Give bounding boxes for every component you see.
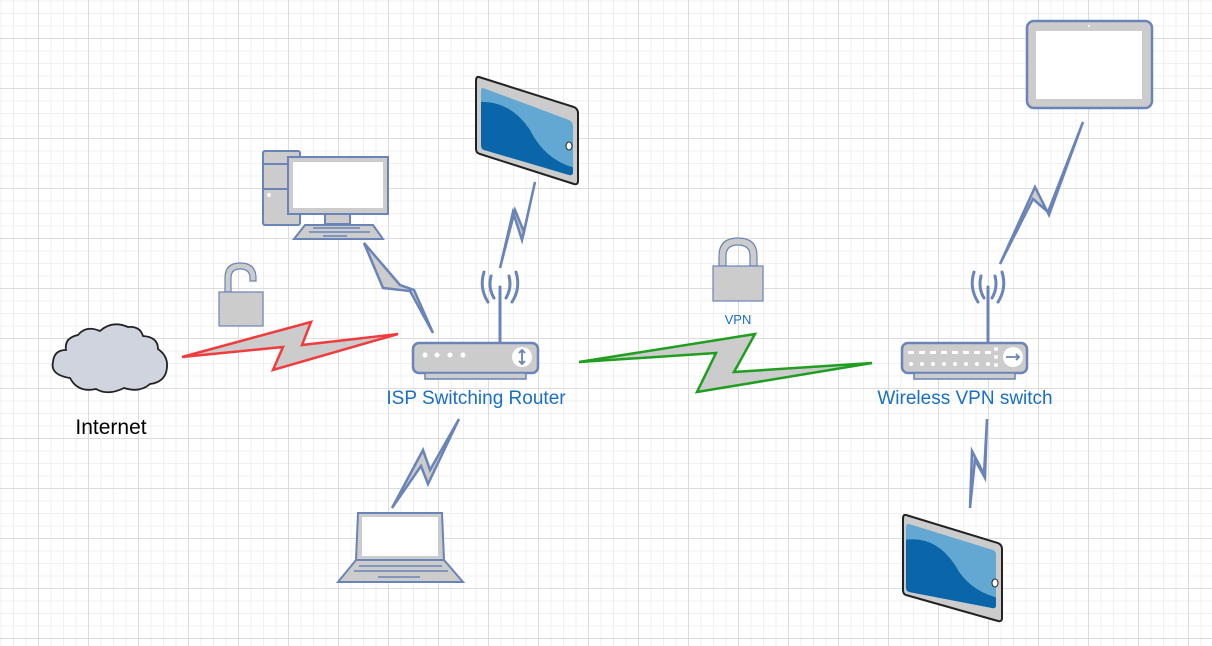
- wireless-link-bolt: [390, 418, 461, 509]
- isp-router-label: ISP Switching Router: [386, 388, 566, 409]
- internet-label: Internet: [75, 416, 147, 439]
- switch-ports-icon: [908, 347, 998, 367]
- unlocked-padlock: [218, 262, 264, 327]
- wireless-vpn-switch[interactable]: [900, 270, 1029, 380]
- vpn-lock-label: VPN: [724, 312, 752, 327]
- tablet-landscape-device[interactable]: [1025, 19, 1154, 110]
- desktop-computer[interactable]: [262, 150, 389, 240]
- tablet-device-top[interactable]: [475, 75, 579, 190]
- insecure-link-bolt: [181, 320, 399, 372]
- isp-switching-router[interactable]: [411, 270, 540, 380]
- internet-cloud[interactable]: [51, 323, 168, 394]
- vpn-link-bolt: [578, 332, 873, 394]
- wireless-link-bolt: [498, 181, 537, 269]
- wifi-antenna-icon: [480, 270, 520, 344]
- padlock-shackle-open-icon: [224, 262, 257, 293]
- cloud-icon: [51, 323, 168, 394]
- padlock-shackle-closed-icon: [718, 237, 758, 267]
- link-tablet-bottom-to-vpn-switch[interactable]: [968, 418, 989, 509]
- vpn-switch-label: Wireless VPN switch: [877, 388, 1053, 409]
- wireless-link-bolt: [998, 121, 1085, 265]
- link-internet-to-isp-router[interactable]: [181, 320, 399, 372]
- padlock-body-icon: [712, 265, 764, 302]
- link-laptop-to-isp-router[interactable]: [390, 418, 461, 509]
- tablet-device-bottom[interactable]: [902, 513, 1003, 623]
- link-isp-router-to-vpn-switch[interactable]: [578, 332, 873, 394]
- link-desktop-to-isp-router[interactable]: [362, 242, 435, 334]
- wireless-link-bolt: [968, 418, 989, 509]
- wireless-link-bolt: [362, 242, 435, 334]
- link-tablet-frame-to-vpn-switch[interactable]: [998, 121, 1085, 265]
- padlock-body-icon: [218, 291, 264, 327]
- link-tablet-top-to-isp-router[interactable]: [498, 181, 537, 269]
- vpn-padlock: [712, 237, 764, 302]
- wifi-antenna-icon: [970, 270, 1006, 344]
- laptop-computer[interactable]: [335, 512, 466, 583]
